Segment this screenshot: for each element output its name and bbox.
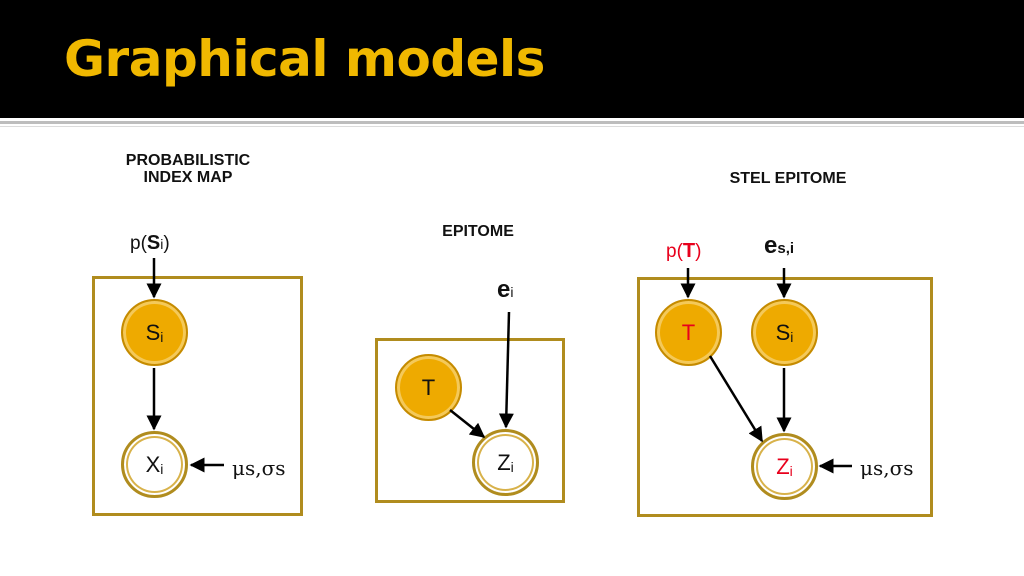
- epitome-e-label: ei: [497, 276, 514, 303]
- title-bar: Graphical models: [0, 0, 1024, 118]
- pim-prior-prefix: p(: [130, 233, 147, 254]
- epitome-node-z-label: Zi: [497, 449, 514, 475]
- divider: [0, 121, 1024, 124]
- stel-node-t: T: [655, 299, 722, 366]
- pim-caption-line1: PROBABILISTIC: [125, 152, 251, 169]
- epitome-plate: [375, 338, 565, 503]
- pim-node-s: Si: [121, 299, 188, 366]
- pim-prior-label: p(Si): [130, 233, 170, 253]
- pim-plate: [92, 276, 303, 516]
- stel-node-t-label: T: [681, 319, 696, 345]
- epitome-caption: EPITOME: [442, 223, 514, 240]
- pim-caption-line2: INDEX MAP: [143, 169, 233, 186]
- stel-prior-label: p(T): [666, 240, 702, 262]
- pim-prior-var: S: [146, 232, 161, 254]
- epitome-node-z: Zi: [472, 429, 539, 496]
- stel-param-label: μs,σs: [860, 456, 914, 480]
- edge-stel-t-to-z: [708, 355, 764, 443]
- stel-e-label: es,i: [764, 232, 795, 259]
- stel-node-s: Si: [751, 299, 818, 366]
- pim-node-x-label: Xi: [145, 451, 164, 477]
- pim-prior-suffix: ): [163, 233, 170, 254]
- pim-caption: PROBABILISTIC INDEX MAP: [98, 152, 278, 186]
- edge-epitome-e-to-z: [498, 311, 514, 429]
- stel-node-z: Zi: [751, 433, 818, 500]
- stel-caption: STEL EPITOME: [729, 170, 847, 187]
- divider-thin: [0, 126, 1024, 127]
- pim-node-x: Xi: [121, 431, 188, 498]
- pim-param-label: μs,σs: [232, 456, 286, 480]
- stel-node-s-label: Si: [775, 319, 794, 345]
- stel-node-z-label: Zi: [776, 453, 793, 479]
- slide-title: Graphical models: [64, 30, 545, 88]
- pim-node-s-label: Si: [145, 319, 164, 345]
- edge-epitome-t-to-z: [449, 409, 486, 438]
- pim-prior-sub: i: [160, 236, 164, 252]
- epitome-node-t-label: T: [421, 374, 436, 400]
